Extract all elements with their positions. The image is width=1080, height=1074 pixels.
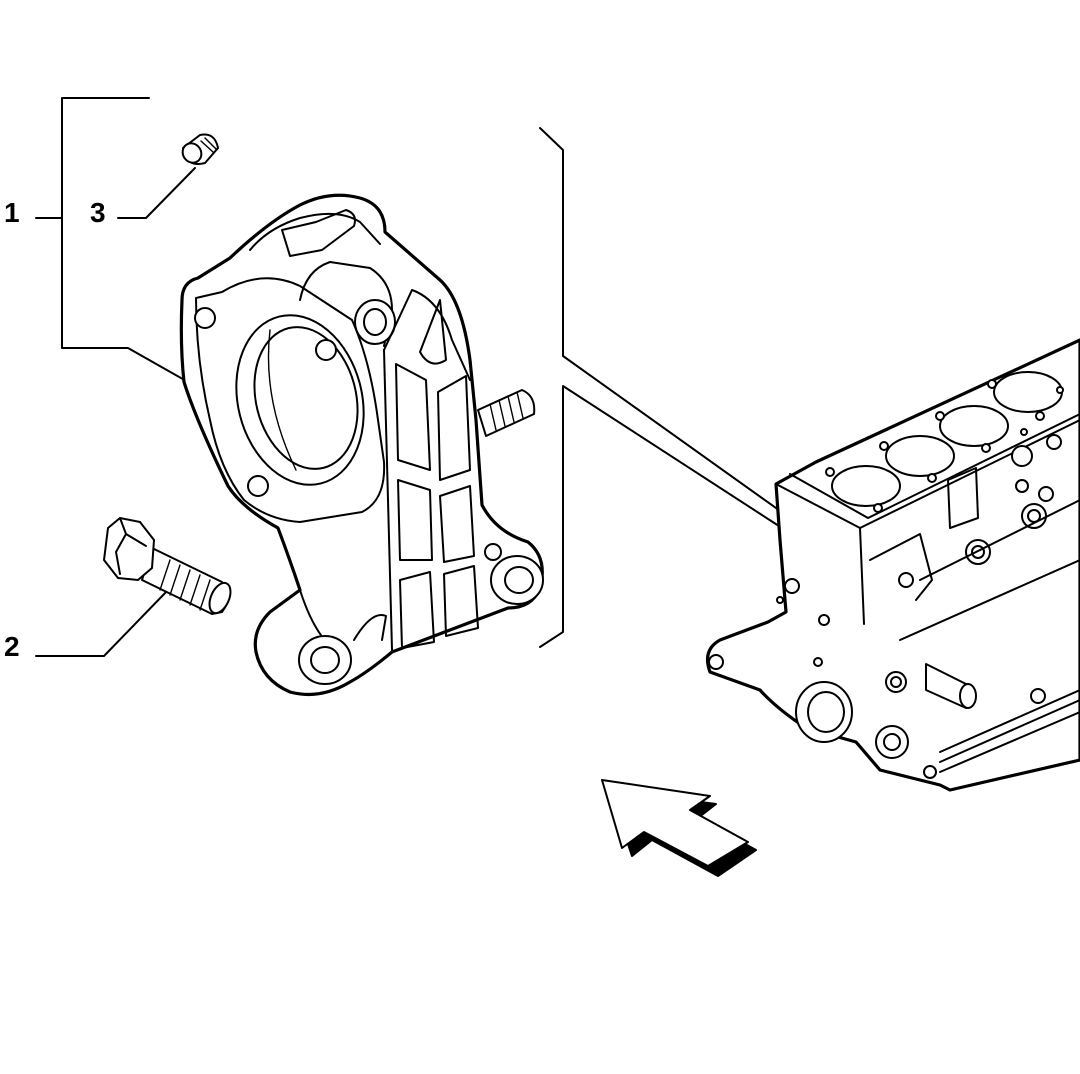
plug-part [181, 133, 219, 165]
direction-arrow-icon [601, 779, 757, 877]
leader-lines [35, 97, 791, 657]
bracket-group-line [61, 97, 189, 383]
leader-line-3 [117, 167, 196, 219]
callout-label-1: 1 [4, 197, 20, 228]
callout-label-3: 3 [90, 197, 106, 228]
assembly-bracket-upper [539, 127, 791, 519]
callout-label-2: 2 [4, 631, 20, 662]
assembly-bracket-lower [539, 385, 783, 648]
engine-support-bracket [179, 193, 544, 697]
bolt-part [103, 517, 232, 615]
bracket-hole [315, 339, 337, 361]
bracket-hole [194, 307, 216, 329]
leader-line-2 [35, 589, 169, 657]
engine-block [706, 338, 1080, 792]
bracket-hole [247, 475, 269, 497]
